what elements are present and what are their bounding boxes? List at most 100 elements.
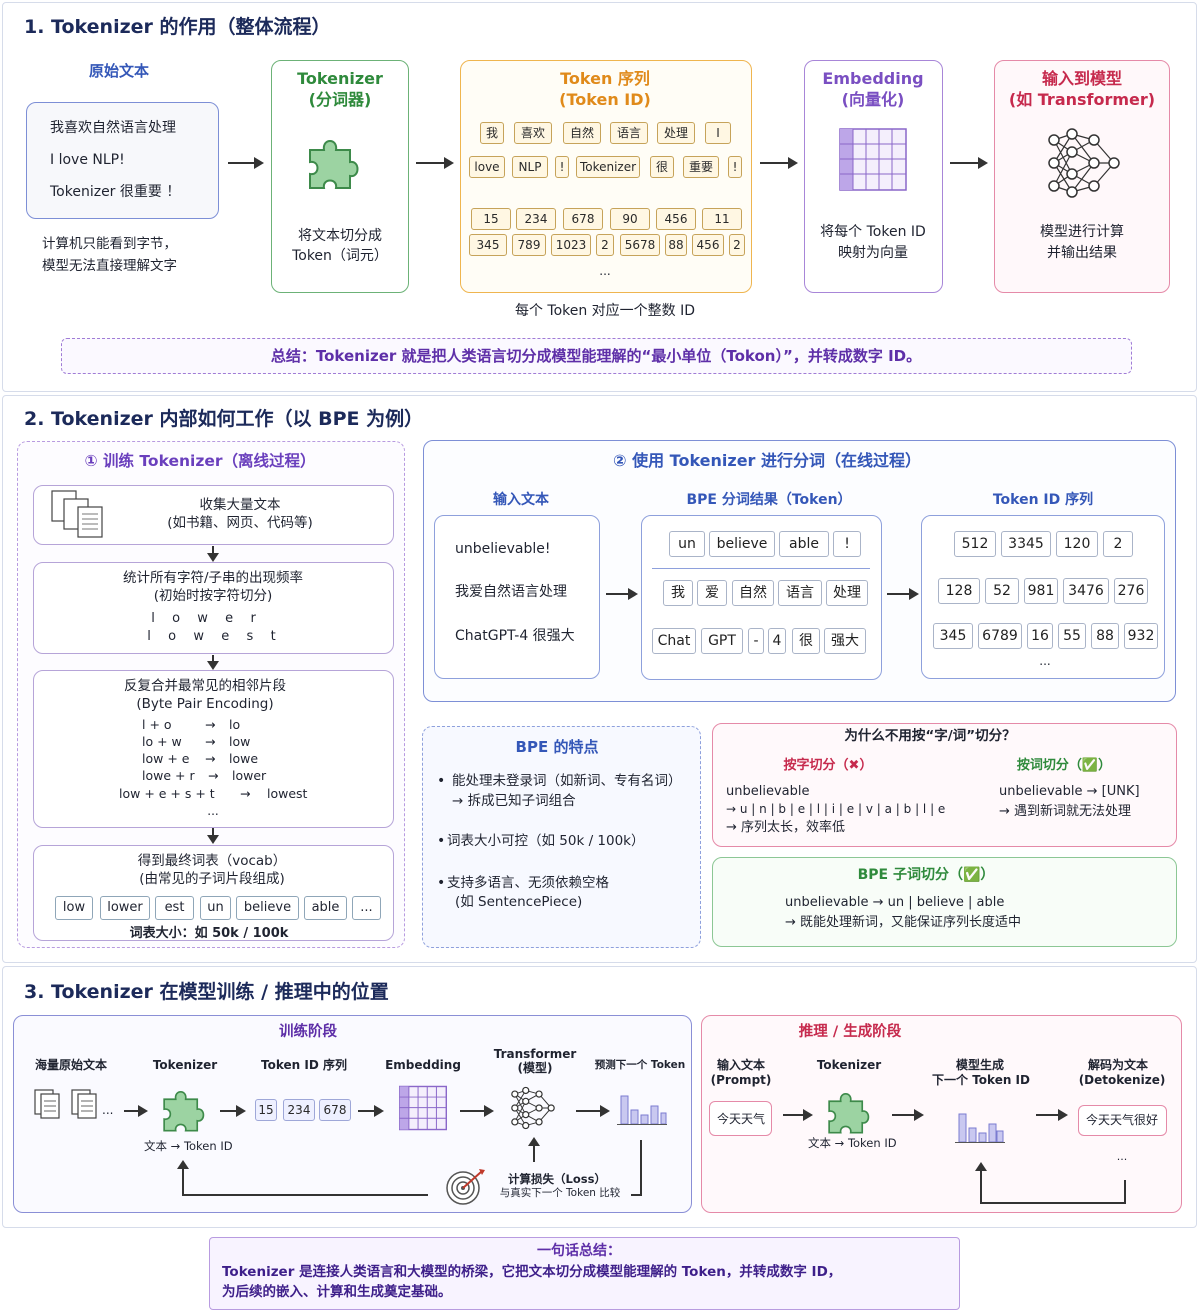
raw-note-2: 模型无法直接理解文字 [42,258,177,274]
target-icon [446,1169,485,1205]
id-chip: 5678 [620,234,660,256]
word-split-title: 按词切分（✅） [1016,758,1112,773]
step-arrow [207,828,219,844]
final-summary-line-2: 为后续的嵌入、计算和生成奠定基础。 [222,1284,452,1300]
why-title: 为什么不用按“字/词”切分？ [844,728,1016,744]
loss-sub: 与真实下一个 Token 比较 [499,1187,621,1199]
subword-line-2: → 既能处理新词，又能保证序列长度适中 [785,915,1022,930]
bpe-features-title: BPE 的特点 [515,738,599,756]
step-count-sub: (初始时按字符切分) [153,588,273,604]
train-col-raw: 海量原始文本 [34,1058,108,1072]
merge-rhs: lowest [267,786,308,801]
section-3-title: 3. Tokenizer 在模型训练 / 推理中的位置 [24,981,389,1003]
section-1-title: 1. Tokenizer 的作用（整体流程） [24,16,331,38]
bpe-chip: able [779,531,829,557]
merge-rhs: lower [232,768,267,783]
id-ellipsis: ... [1039,654,1051,668]
step-vocab [33,845,394,941]
vocab-size: 词表大小：如 50k / 100k [129,926,289,941]
infer-tokenizer-note: 文本 → Token ID [808,1136,897,1150]
id-chip: 16 [1027,623,1053,649]
pred-feedback-line [640,1140,642,1196]
input-text-label: 输入文本 [493,492,549,508]
document-icon [71,1089,97,1119]
id-chip: 88 [1091,623,1119,649]
raw-line-2: I love NLP! [50,152,125,168]
bpe-chip: Chat [652,628,696,654]
step-merge-sub: (Byte Pair Encoding) [136,696,274,712]
step-arrow [207,655,219,670]
subword-title: BPE 子词切分（✅） [857,867,995,883]
bpe-chip: un [669,531,705,557]
tokenizer-desc-2: Token（词元） [292,248,388,264]
bpe-features-box [422,726,701,948]
vocab-chip: lower [100,896,150,920]
id-chip: 234 [283,1099,315,1121]
merge-arrow: → [208,768,219,783]
word-split-line-1: unbelievable → [UNK] [999,784,1140,799]
puzzle-icon [309,140,359,189]
train-col-model-1: Transformer [493,1047,577,1061]
char-split-line-3: → 序列太长，效率低 [726,820,846,835]
id-chip: 512 [954,531,996,557]
training-stage-box [13,1015,692,1213]
autoregressive-loop-line [980,1170,982,1204]
flow-arrow [892,1109,924,1121]
merge-lhs: low + e + s + t [119,786,215,801]
id-chip: 2 [1103,531,1133,557]
id-chip: 52 [985,578,1019,604]
flow-arrow [606,588,638,600]
token-seq-note: 每个 Token 对应一个整数 ID [514,303,696,319]
model-desc-1: 模型进行计算 [1040,224,1124,240]
token-seq-subtitle: (Token ID) [559,90,651,109]
loss-up-arrowhead [528,1137,540,1146]
id-chip: 234 [516,208,556,230]
embedding-subtitle: (向量化) [841,90,905,109]
char-split-lowest: l o w e s t [147,629,279,644]
token-chip: love [469,156,505,178]
step-merge-title: 反复合并最常见的相邻片段 [124,678,286,694]
feature-bullet: • [437,875,446,891]
bpe-chip: 自然 [732,580,774,606]
merge-rhs: low [229,734,251,749]
merge-arrow: → [205,717,216,732]
vocab-chip: un [200,896,231,920]
model-title: 输入到模型 [1041,69,1123,88]
token-chip: ! [555,156,569,178]
puzzle-icon [163,1090,205,1132]
train-col-embedding: Embedding [385,1058,461,1072]
flow-arrow [124,1105,148,1117]
bpe-chip: 很 [792,628,820,654]
infer-col-gen-1: 模型生成 [955,1058,1005,1072]
step-vocab-sub: (由常见的子词片段组成) [139,871,285,887]
id-chip: 55 [1058,623,1086,649]
train-col-tokenizer: Tokenizer [152,1058,218,1072]
merge-ellipsis: ... [207,804,219,818]
char-split-line-2: → u | n | b | e | l | i | e | v | a | b … [726,802,946,816]
id-chip: 2 [729,234,745,256]
bpe-chip: 语言 [778,580,822,606]
model-box [994,60,1170,293]
id-chip: 3476 [1063,578,1109,604]
tokenizer-title: Tokenizer [297,69,383,88]
token-chip: 重要 [683,156,719,178]
loss-label: 计算损失（Loss） [508,1172,606,1186]
flow-arrow [460,1105,494,1117]
token-seq-ellipsis: ... [599,264,611,278]
id-chip: 678 [319,1099,351,1121]
bpe-chip: 强大 [824,628,866,654]
id-chip: 345 [933,623,973,649]
token-id-label: Token ID 序列 [992,492,1094,508]
raw-text-box [26,102,219,219]
bpe-chip: 处理 [826,580,868,606]
id-chip: 456 [692,234,724,256]
bpe-chip: - [748,628,764,654]
infer-col-tokenizer: Tokenizer [816,1058,882,1072]
merge-lhs: lowe + r [142,768,195,783]
input-line-1: unbelievable! [455,541,551,557]
bpe-chip: GPT [701,628,743,654]
bpe-chip: ! [833,531,861,557]
feature-3-line-2: (如 SentencePiece) [455,894,583,910]
summary-box [61,338,1132,374]
step-collect-sub: (如书籍、网页、代码等) [167,515,313,531]
